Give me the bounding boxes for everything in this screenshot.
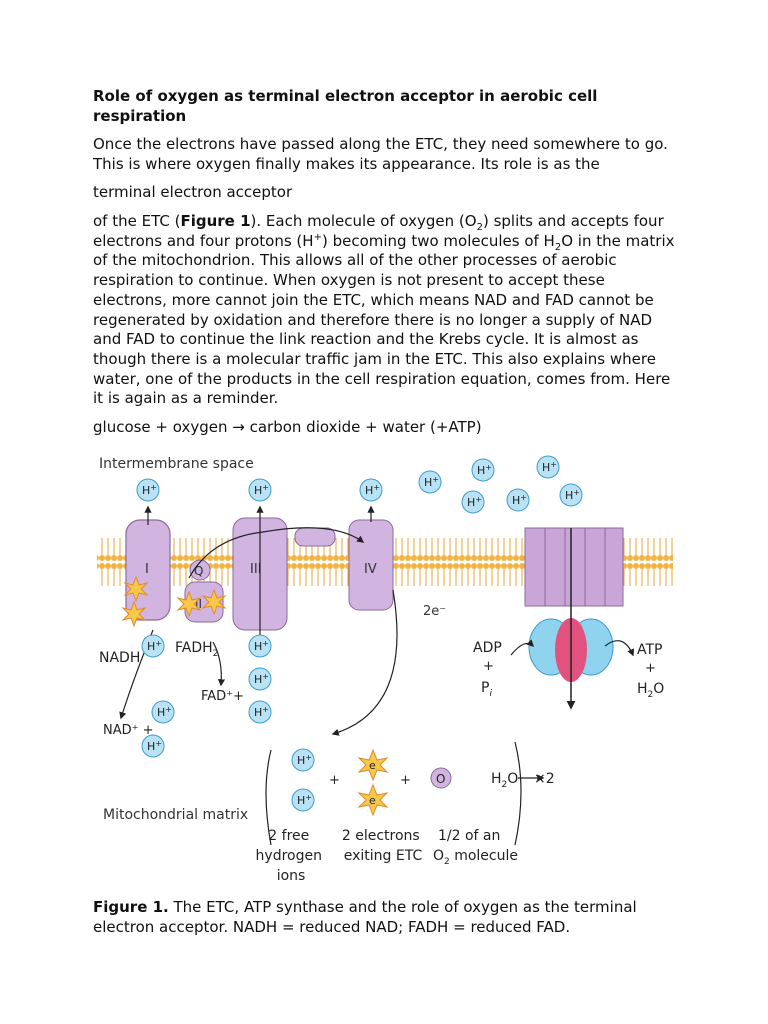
oxygen-atom: O <box>431 768 451 788</box>
matrix-label: Mitochondrial matrix <box>103 807 248 823</box>
complex-IV: IV <box>349 520 393 610</box>
paragraph-term: terminal electron acceptor <box>93 183 683 203</box>
svg-text:e: e <box>369 759 376 772</box>
svg-text:IV: IV <box>364 562 377 577</box>
nad-plus-label: NAD⁺ + <box>103 723 154 738</box>
plus-sign: + <box>400 773 411 788</box>
half-o2-caption: 1/2 of an <box>438 828 500 844</box>
svg-text:I: I <box>145 562 149 577</box>
plus-sign: + <box>329 773 340 788</box>
fadh2-label: FADH2 <box>175 640 218 659</box>
svg-text:Q: Q <box>194 564 203 578</box>
half-o2-caption-line2: O2 molecule <box>433 848 518 867</box>
figure-caption: Figure 1. The ETC, ATP synthase and the … <box>93 897 683 937</box>
intermembrane-label: Intermembrane space <box>99 456 254 472</box>
paragraph-intro: Once the electrons have passed along the… <box>93 135 683 174</box>
figure-reference: Figure 1 <box>180 212 250 230</box>
two-electrons-label: 2e⁻ <box>423 604 446 619</box>
paragraph-body: of the ETC (Figure 1). Each molecule of … <box>93 212 683 409</box>
equation-line: glucose + oxygen → carbon dioxide + wate… <box>93 418 683 438</box>
pi-label: Pi <box>481 680 492 699</box>
free-h-ions-caption: 2 free hydrogen ions <box>256 828 327 884</box>
atp-label: ATP <box>637 642 662 658</box>
section-heading: Role of oxygen as terminal electron acce… <box>93 86 653 126</box>
atp-synthase <box>525 528 623 708</box>
adp-label: ADP <box>473 640 502 656</box>
water-product: H2O <box>491 771 518 790</box>
h2o-label: H2O <box>637 681 664 700</box>
electrons-exiting-caption: 2 electrons exiting ETC <box>342 828 424 864</box>
nadh-label: NADH <box>99 650 140 666</box>
cytochrome-c <box>295 528 335 546</box>
svg-text:e: e <box>369 794 376 807</box>
plus-sign: + <box>645 661 656 676</box>
plus-sign: + <box>483 659 494 674</box>
electron-star-matrix: e e <box>359 750 387 815</box>
times-two: ×2 <box>534 771 555 787</box>
fad-plus-label: FAD⁺+ <box>201 689 244 704</box>
etc-diagram: Intermembrane space Mitochondrial matrix… <box>93 450 673 890</box>
svg-text:O: O <box>436 772 445 786</box>
